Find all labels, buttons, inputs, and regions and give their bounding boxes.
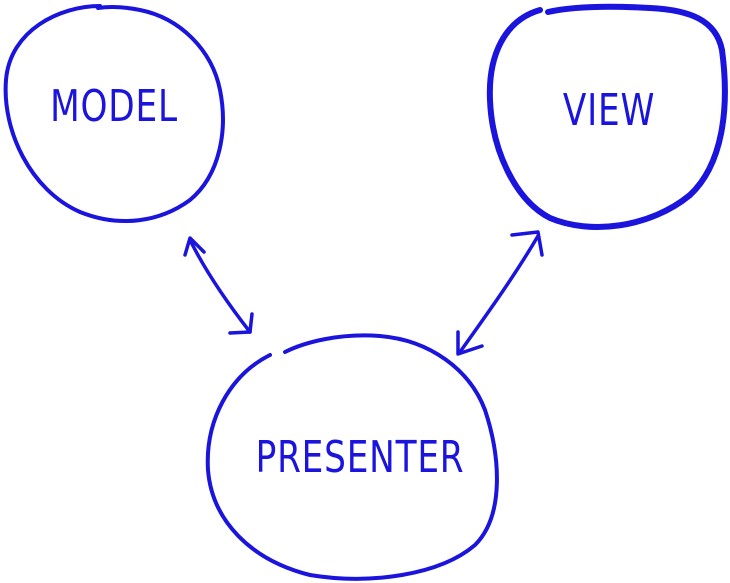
edge-model-presenter-line: [188, 238, 252, 334]
presenter-node: PRESENTER: [205, 333, 499, 581]
arrowhead-view-end: [510, 230, 544, 257]
view-node: VIEW: [486, 3, 728, 230]
presenter-circle: [205, 333, 499, 581]
model-node: MODEL: [3, 4, 225, 224]
model-label: MODEL: [50, 81, 178, 132]
view-circle: [486, 3, 728, 230]
model-circle: [3, 4, 225, 224]
presenter-label: PRESENTER: [256, 432, 465, 483]
edge-view-presenter-line: [458, 234, 540, 354]
edge-model-presenter: [183, 236, 254, 335]
arrowhead-model-end: [183, 236, 206, 257]
arrowhead-presenter-end-2: [456, 330, 484, 356]
arrowhead-presenter-end: [228, 312, 254, 335]
edge-view-presenter: [456, 230, 544, 356]
view-label: VIEW: [563, 85, 655, 136]
